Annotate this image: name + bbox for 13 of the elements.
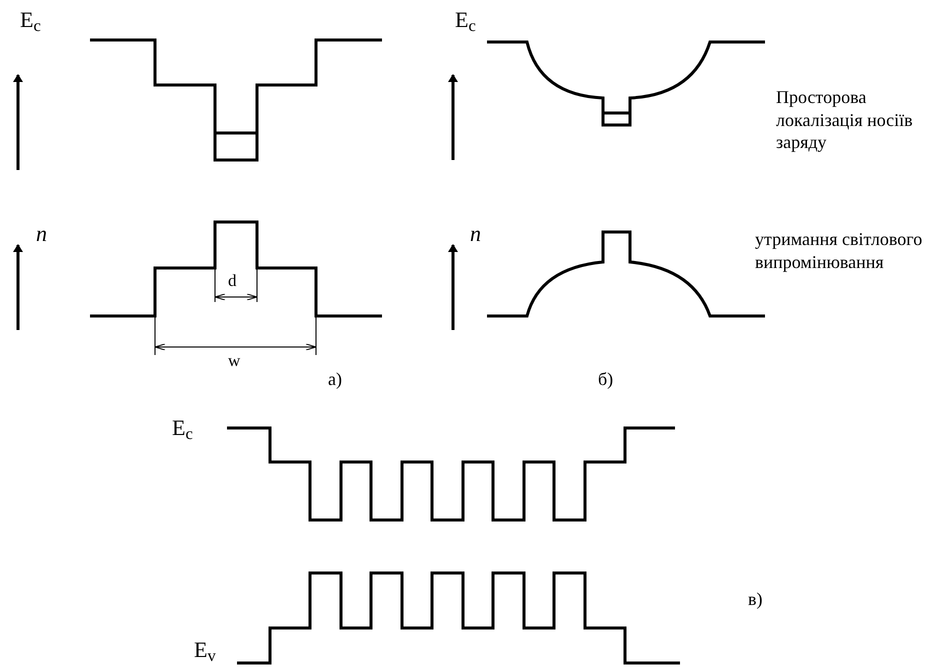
density-axis-label: n xyxy=(36,220,47,248)
annotation-text: Просторова локалізація носіїв заряду xyxy=(776,86,914,154)
panel-label: в) xyxy=(748,588,762,610)
density-axis-label: n xyxy=(470,220,481,248)
dimension-label: w xyxy=(228,350,240,372)
dimension-label: d xyxy=(228,270,236,292)
energy-axis-label: E$_{v}$ xyxy=(194,636,216,664)
energy-axis-label: E$_{c}$ xyxy=(20,6,41,34)
energy-axis-label: E$_{c}$ xyxy=(455,6,476,34)
panel-label: б) xyxy=(598,368,614,390)
energy-axis-label: E$_{c}$ xyxy=(172,414,193,442)
annotation-text: утримання світлового випромінювання xyxy=(755,228,924,273)
panel-label: а) xyxy=(328,368,342,390)
